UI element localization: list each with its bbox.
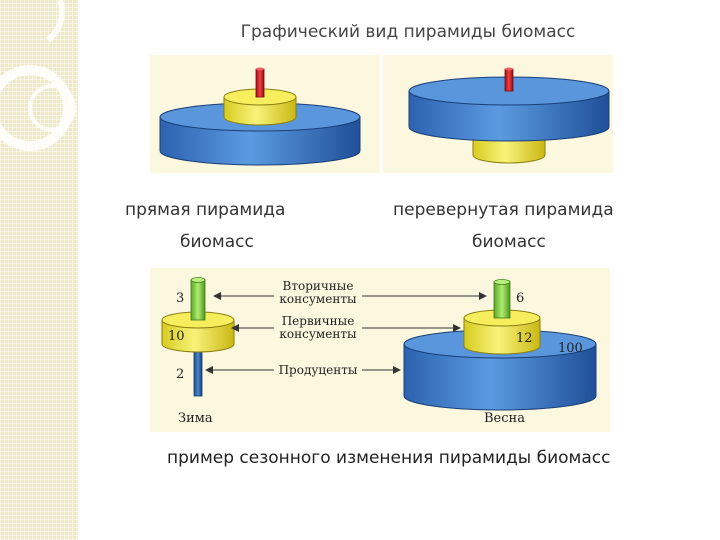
- page-title: Графический вид пирамиды биомасс: [240, 22, 576, 42]
- seasonal-pyramid-diagram: Вторичные консументы Первичные консумент…: [150, 268, 610, 432]
- label-producers: Продуценты: [279, 363, 358, 377]
- caption-inverted-line2: биомасс: [472, 232, 546, 252]
- caption-normal-line2: биомасс: [180, 232, 254, 252]
- top-consumers-rod: [504, 67, 514, 92]
- spring-label: Весна: [484, 411, 525, 426]
- winter-primary-value: 10: [168, 329, 185, 344]
- spring-producers-value: 100: [558, 341, 583, 356]
- label-primary-line1: Первичные: [282, 314, 355, 328]
- bottom-caption: пример сезонного изменения пирамиды биом…: [167, 448, 611, 468]
- spring-secondary-rod: [493, 279, 511, 319]
- label-primary-line2: консументы: [279, 327, 357, 341]
- label-secondary-line1: Вторичные: [283, 279, 354, 293]
- spring-primary-value: 12: [516, 331, 533, 346]
- producers-disk: [472, 134, 546, 164]
- label-secondary-line2: консументы: [279, 292, 357, 306]
- caption-inverted-line1: перевернутая пирамида: [393, 200, 614, 220]
- caption-normal-line1: прямая пирамида: [125, 200, 286, 220]
- inverted-pyramid-figure: [383, 55, 613, 173]
- winter-producers-value: 2: [176, 367, 184, 382]
- decorative-circles: [0, 0, 76, 151]
- top-consumers-rod: [255, 67, 265, 98]
- normal-pyramid-figure: [150, 55, 380, 173]
- decorative-side-strip: [0, 0, 78, 540]
- spring-secondary-value: 6: [516, 291, 524, 306]
- winter-secondary-rod: [190, 277, 206, 321]
- winter-secondary-value: 3: [176, 291, 184, 306]
- winter-label: Зима: [178, 411, 213, 426]
